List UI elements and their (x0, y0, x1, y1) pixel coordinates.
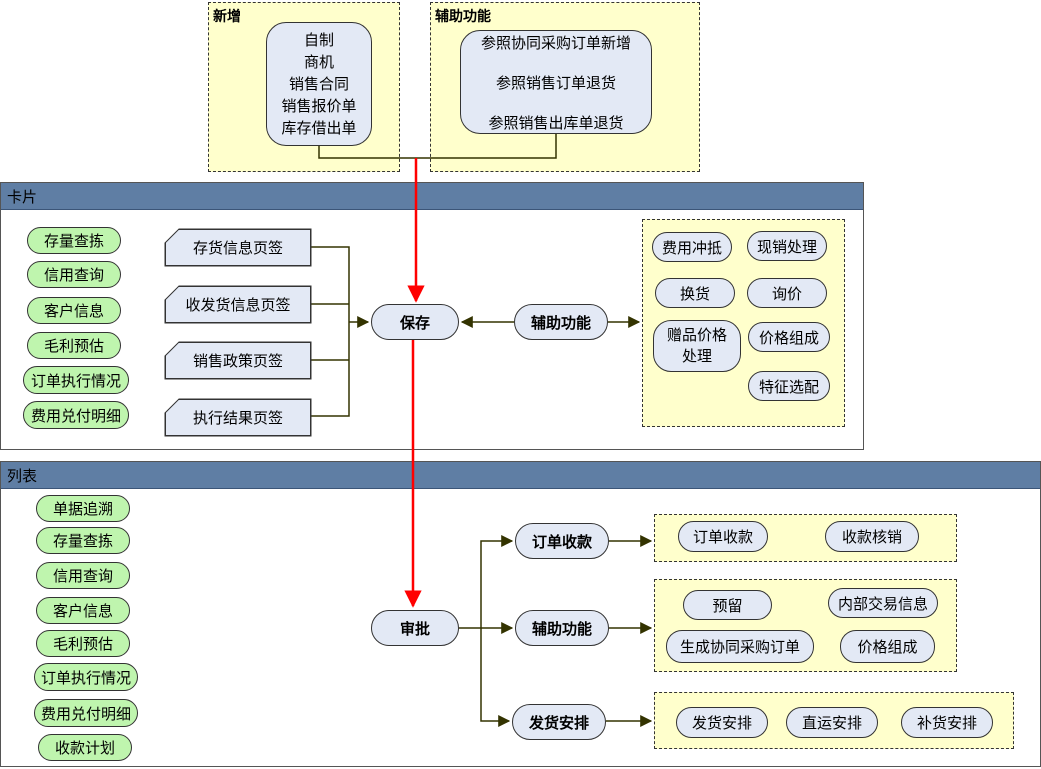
card-aux-gift-price[interactable]: 赠品价格处理 (653, 320, 741, 372)
list-btn-margin[interactable]: 毛利预估 (36, 630, 130, 657)
receipt-writeoff-item[interactable]: 收款核销 (825, 521, 919, 552)
card-aux-cash-sale[interactable]: 现销处理 (747, 231, 827, 261)
list-aux-price-composition[interactable]: 价格组成 (840, 630, 935, 663)
tab-shipping[interactable]: 收发货信息页签 (165, 286, 311, 323)
list-aux-internal-trade[interactable]: 内部交易信息 (828, 588, 938, 618)
aux-sources-list: 参照协同采购订单新增 参照销售订单退货 参照销售出库单退货 (460, 30, 652, 134)
order-receipt-button[interactable]: 订单收款 (515, 523, 609, 559)
card-aux-exchange[interactable]: 换货 (655, 278, 735, 308)
tab-outline (164, 285, 312, 324)
ship-arrange-item[interactable]: 发货安排 (676, 707, 768, 738)
card-panel-title: 卡片 (7, 188, 38, 206)
direct-ship-item[interactable]: 直运安排 (786, 707, 878, 738)
new-sources-list: 自制 商机 销售合同 销售报价单 库存借出单 (266, 22, 372, 146)
new-source-item[interactable]: 自制 (303, 31, 334, 49)
card-aux-inquiry[interactable]: 询价 (747, 278, 827, 308)
tab-outline (164, 398, 312, 437)
order-receipt-item[interactable]: 订单收款 (678, 521, 768, 552)
tab-connector (311, 246, 350, 417)
card-btn-margin[interactable]: 毛利预估 (27, 332, 121, 359)
list-btn-trace[interactable]: 单据追溯 (36, 495, 130, 522)
card-btn-credit[interactable]: 信用查询 (27, 261, 121, 288)
approve-button[interactable]: 审批 (371, 610, 459, 646)
card-aux-button[interactable]: 辅助功能 (514, 304, 608, 340)
new-source-item[interactable]: 库存借出单 (281, 119, 357, 137)
aux-source-item[interactable]: 参照协同采购订单新增 (480, 34, 631, 52)
list-panel-title: 列表 (7, 467, 38, 485)
approve-branch (480, 628, 511, 727)
new-source-item[interactable]: 销售合同 (288, 75, 349, 93)
save-button[interactable]: 保存 (371, 304, 459, 340)
list-btn-fee[interactable]: 费用兑付明细 (34, 699, 138, 727)
card-btn-stock[interactable]: 存量查拣 (27, 227, 121, 254)
list-btn-credit[interactable]: 信用查询 (36, 562, 130, 589)
card-btn-exec[interactable]: 订单执行情况 (23, 366, 129, 394)
list-btn-stock[interactable]: 存量查拣 (36, 527, 130, 554)
card-aux-price-composition[interactable]: 价格组成 (748, 322, 830, 352)
aux-source-item[interactable]: 参照销售订单退货 (495, 74, 616, 92)
approve-branch (459, 535, 514, 629)
top-merge-line (318, 134, 557, 159)
list-aux-reserve[interactable]: 预留 (683, 590, 772, 620)
new-group-title: 新增 (213, 9, 241, 25)
new-source-item[interactable]: 商机 (303, 53, 334, 71)
card-panel-header: 卡片 (1, 183, 863, 210)
card-aux-fee-offset[interactable]: 费用冲抵 (652, 232, 732, 262)
list-aux-collab-po[interactable]: 生成协同采购订单 (666, 630, 814, 663)
card-btn-customer[interactable]: 客户信息 (27, 297, 121, 324)
replenish-item[interactable]: 补货安排 (901, 707, 993, 738)
list-panel-header: 列表 (1, 462, 1040, 489)
card-aux-feature-config[interactable]: 特征选配 (748, 371, 830, 401)
card-aux-gift-price-label: 赠品价格处理 (666, 326, 727, 365)
new-source-item[interactable]: 销售报价单 (281, 97, 357, 115)
shipping-arrange-button[interactable]: 发货安排 (512, 704, 606, 740)
aux-source-item[interactable]: 参照销售出库单退货 (488, 114, 624, 132)
card-btn-fee[interactable]: 费用兑付明细 (23, 401, 129, 429)
aux-group-title: 辅助功能 (435, 9, 491, 25)
list-btn-customer[interactable]: 客户信息 (36, 597, 130, 624)
list-btn-exec[interactable]: 订单执行情况 (34, 663, 138, 691)
list-btn-receipt-plan[interactable]: 收款计划 (38, 734, 132, 761)
list-aux-button[interactable]: 辅助功能 (515, 610, 609, 646)
tab-outline (164, 228, 312, 267)
tab-outline (164, 341, 312, 380)
